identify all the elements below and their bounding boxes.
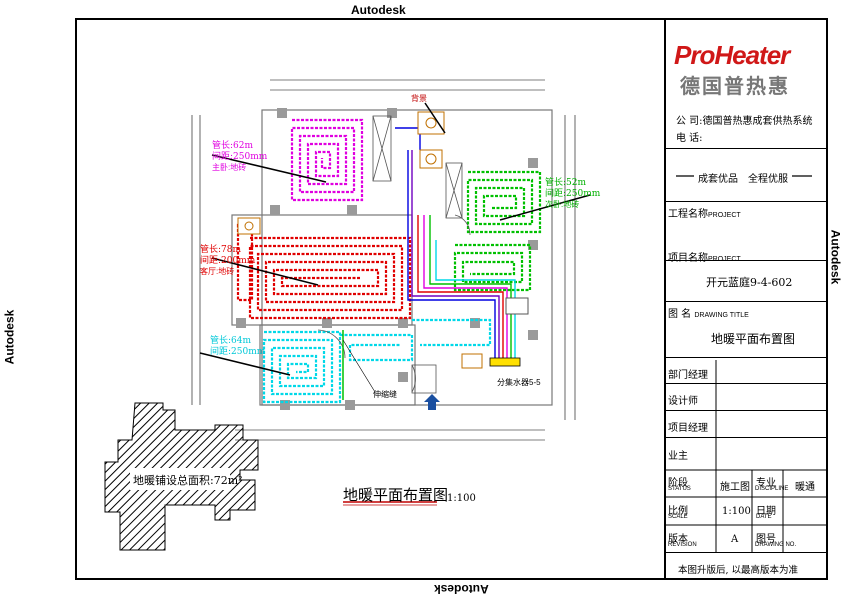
approval-owner: 业主 [668,451,688,462]
item-name-label: 项目名称PROJECT [668,249,741,264]
revision-value: A [731,534,739,545]
drawing-name-cn: 图 名 [668,309,692,320]
brand-name: 德国普热惠 [680,76,790,98]
engineering-name-label: 工程名称PROJECT [668,205,741,220]
title-block [664,18,828,580]
footer-note: 本图升版后, 以最高版本为准 [678,565,799,576]
company-name: 公 司:德国普热惠成套供热系统 [676,116,813,127]
drawing-scale: 1:100 [447,493,476,504]
loop-green-floor: 次卧:地砖 [545,200,580,209]
item-name-en: PROJECT [708,256,741,263]
scale-en: SCALE [668,514,688,520]
manifold-label: 分集水器5-5 [497,378,541,387]
loop-red-length: 管长:78m [200,245,242,255]
loop-red-floor: 客厅:地砖 [200,267,235,276]
approval-project-manager: 项目经理 [668,423,708,434]
stage-label: 阶段 [668,478,688,489]
floor-area-label: 地暖铺设总面积:72m² [133,474,243,487]
stage-value: 施工图 [720,482,750,493]
item-name-cn: 项目名称 [668,253,708,264]
discipline-value: 暖通 [795,482,815,493]
loop-green-length: 管长:52m [545,178,587,188]
slogan-left: 成套优品 [698,174,738,185]
loop-cyan-length: 管长:64m [210,336,252,346]
loop-green-spacing: 间距:250mm [545,189,601,199]
date-en: DATE [756,514,772,520]
loop-magenta-floor: 主卧:地砖 [212,163,247,172]
engineering-name-en: PROJECT [708,212,741,219]
scale-value: 1:100 [722,506,751,517]
drawing-no-en: DRAWING NO. [755,542,797,548]
note-top: 背景 [411,94,427,103]
engineering-name-cn: 工程名称 [668,209,708,220]
drawing-frame [75,18,828,580]
drawing-name-value: 地暖平面布置图 [711,332,796,346]
drawing-no-label: 图号 [756,534,776,545]
drawing-title: 地暖平面布置图 [343,486,449,504]
discipline-en: DISCIPLINE [755,486,789,492]
approval-designer: 设计师 [668,396,698,407]
revision-label: 版本 [668,534,688,545]
stage-en: STATUS [668,486,691,492]
approval-dept-manager: 部门经理 [668,370,708,381]
brand-logo: ProHeater [674,40,790,70]
item-name-value: 开元蓝庭9-4-602 [706,276,793,289]
date-label: 日期 [756,506,776,517]
loop-red-spacing: 间距:200mm [200,256,256,266]
slogan-right: 全程优服 [748,174,788,185]
watermark-top: Autodesk [351,3,406,17]
loop-magenta-length: 管长:62m [212,141,254,151]
loop-magenta-spacing: 间距:250mm [212,152,268,162]
loop-cyan-spacing: 间距:250mm [210,347,266,357]
drawing-name-en: DRAWING TITLE [694,312,749,319]
drawing-name-label: 图 名 DRAWING TITLE [668,305,749,320]
expansion-joint-label: 伸缩缝 [373,390,397,399]
revision-en: REVISION [668,542,697,548]
discipline-label: 专业 [756,478,776,489]
scale-label: 比例 [668,506,688,517]
company-phone: 电 话: [676,133,703,144]
